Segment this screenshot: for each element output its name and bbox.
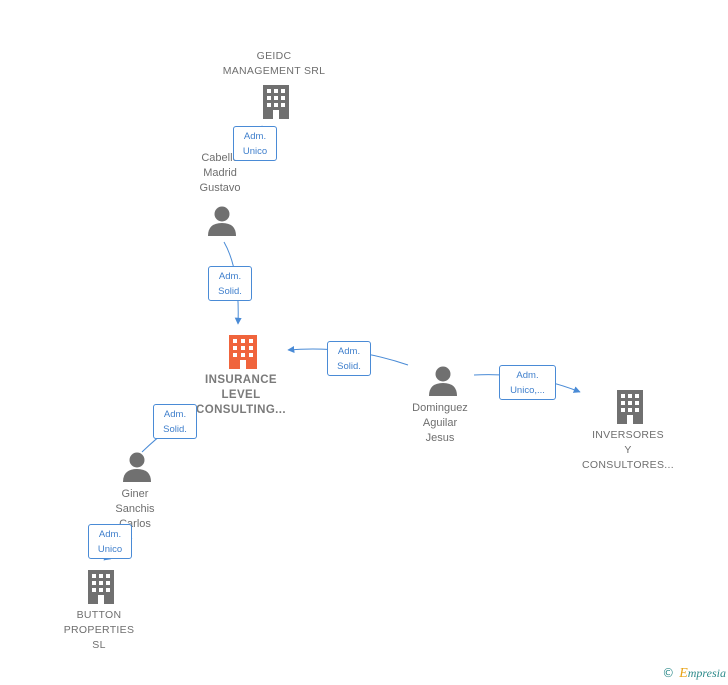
- brand-name: mpresia: [687, 666, 726, 680]
- node-label-cabello[interactable]: Cabello Madrid Gustavo: [199, 152, 241, 194]
- copyright-icon: ©: [662, 666, 675, 680]
- building-icon[interactable]: [88, 570, 114, 604]
- node-label-button[interactable]: BUTTON PROPERTIES SL: [63, 609, 135, 651]
- node-label-geidc[interactable]: GEIDC MANAGEMENT SRL: [222, 50, 326, 77]
- brand-initial: E: [679, 666, 688, 681]
- node-label-inversores[interactable]: INVERSORES Y CONSULTORES...: [582, 429, 674, 471]
- edge-label-adm-unico[interactable]: Adm. Unico: [233, 126, 277, 161]
- edge-label-adm-unico[interactable]: Adm. Unico: [88, 524, 132, 559]
- edge-label-adm-unico-more[interactable]: Adm. Unico,...: [499, 365, 556, 400]
- person-icon[interactable]: [208, 206, 236, 237]
- node-label-dominguez[interactable]: Dominguez Aguilar Jesus: [412, 402, 468, 444]
- empresia-logo: © Empresia: [662, 666, 726, 682]
- person-icon[interactable]: [429, 366, 457, 397]
- node-label-insurance[interactable]: INSURANCE LEVEL CONSULTING...: [196, 374, 286, 416]
- edge-label-adm-solid[interactable]: Adm. Solid.: [327, 341, 371, 376]
- building-icon[interactable]: [617, 390, 643, 424]
- node-label-giner[interactable]: Giner Sanchis Carlos: [115, 488, 155, 530]
- building-icon[interactable]: [229, 335, 257, 369]
- edge-label-adm-solid[interactable]: Adm. Solid.: [208, 266, 252, 301]
- edge-label-adm-solid[interactable]: Adm. Solid.: [153, 404, 197, 439]
- person-icon[interactable]: [123, 452, 151, 483]
- building-icon[interactable]: [263, 85, 289, 119]
